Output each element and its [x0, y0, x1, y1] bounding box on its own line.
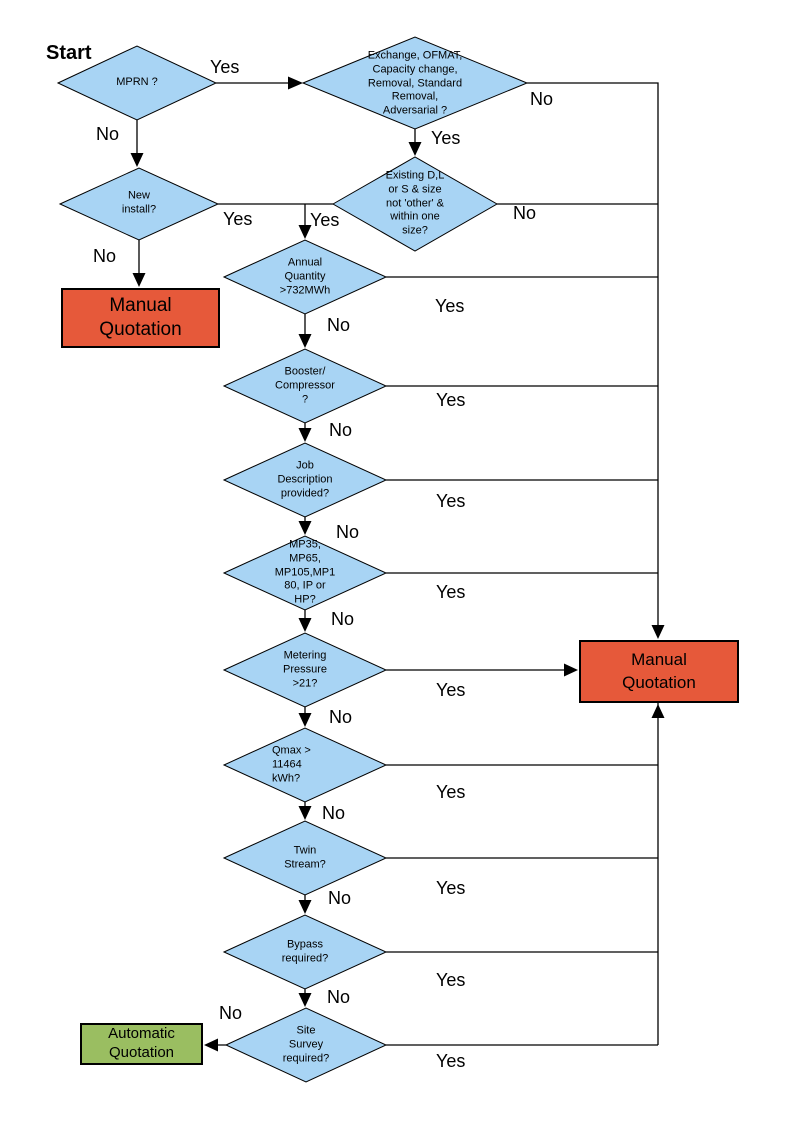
edge-label-metering-no: No — [329, 707, 353, 727]
decision-metering-pressure-shape — [222, 632, 388, 708]
edge-label-bypass-no: No — [327, 987, 351, 1007]
decision-exchange-shape — [301, 36, 529, 130]
edge-label-mp-no: No — [331, 609, 355, 629]
decision-annual-quantity-shape — [222, 239, 388, 315]
edge-label-job-yes: Yes — [436, 491, 466, 511]
edge-label-annual-no: No — [327, 315, 351, 335]
decision-new-install-shape — [58, 167, 220, 241]
edge-label-job-no: No — [336, 522, 360, 542]
decision-meter-type-shape — [222, 535, 388, 611]
edge-label-existing-yes: Yes — [310, 210, 340, 230]
edge-label-twin-yes: Yes — [436, 878, 466, 898]
terminal-automatic-quotation: Automatic Quotation — [80, 1023, 203, 1065]
edge-label-twin-no: No — [328, 888, 352, 908]
decision-existing-shape — [331, 156, 499, 252]
decision-qmax-shape — [222, 727, 388, 803]
decision-job-description-shape — [222, 442, 388, 518]
edge-label-site-no: No — [219, 1003, 243, 1023]
edge-label-new-yes: Yes — [223, 209, 253, 229]
edge-label-annual-yes: Yes — [435, 296, 465, 316]
start-label: Start — [46, 42, 92, 64]
edge-label-mprn-yes: Yes — [210, 57, 240, 77]
edge-label-exchange-no: No — [530, 89, 554, 109]
edge-label-mp-yes: Yes — [436, 582, 466, 602]
edge-label-site-yes: Yes — [436, 1051, 466, 1071]
terminal-manual-quotation-right: Manual Quotation — [579, 640, 739, 703]
decision-booster-shape — [222, 348, 388, 424]
edge-label-metering-yes: Yes — [436, 680, 466, 700]
edge-label-booster-yes: Yes — [436, 390, 466, 410]
decision-mprn-shape — [56, 45, 218, 121]
edge-label-existing-no: No — [513, 203, 537, 223]
edge-label-qmax-yes: Yes — [436, 782, 466, 802]
decision-site-survey-shape — [224, 1007, 388, 1083]
terminal-manual-quotation-left: Manual Quotation — [61, 288, 220, 348]
edge-label-qmax-no: No — [322, 803, 346, 823]
edge-label-booster-no: No — [329, 420, 353, 440]
edge-label-exchange-yes: Yes — [431, 128, 461, 148]
decision-twin-stream-shape — [222, 820, 388, 896]
edge-label-new-no: No — [93, 246, 117, 266]
decision-bypass-shape — [222, 914, 388, 990]
edge-label-bypass-yes: Yes — [436, 970, 466, 990]
edge-label-mprn-no: No — [96, 124, 120, 144]
